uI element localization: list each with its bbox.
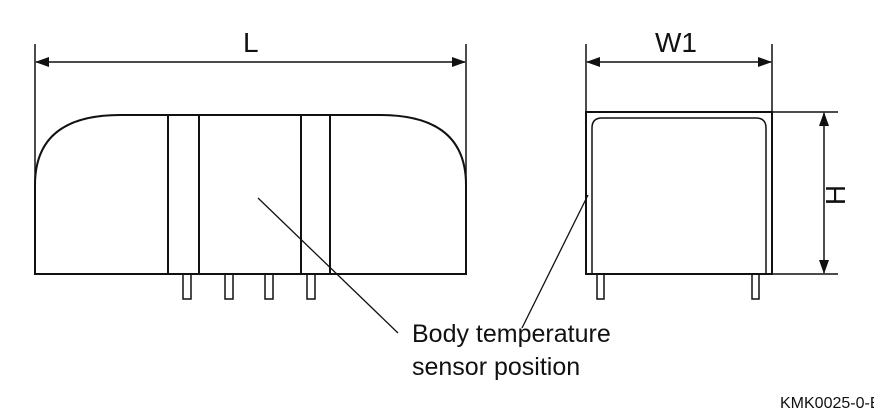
pin-4 (306, 273, 316, 300)
height-label: H (820, 185, 851, 205)
callout-leader-front (257, 197, 399, 334)
pin-3 (264, 273, 274, 300)
body-outline-side (585, 111, 773, 275)
figure-code: KMK0025-0-E (780, 395, 874, 408)
callout-line-1: Body temperature (412, 320, 611, 348)
front-view (34, 44, 467, 334)
body-outline-front (34, 114, 467, 275)
callout-leader-side (521, 194, 589, 329)
side-view (521, 44, 838, 329)
pin-1 (182, 273, 192, 300)
side-pin-right (751, 273, 760, 300)
side-pin-left (596, 273, 605, 300)
body-inner-outline-side (591, 117, 767, 274)
width-label: W1 (655, 27, 697, 58)
pin-2 (224, 273, 234, 300)
length-label: L (243, 27, 259, 58)
callout-line-2: sensor position (412, 353, 580, 381)
